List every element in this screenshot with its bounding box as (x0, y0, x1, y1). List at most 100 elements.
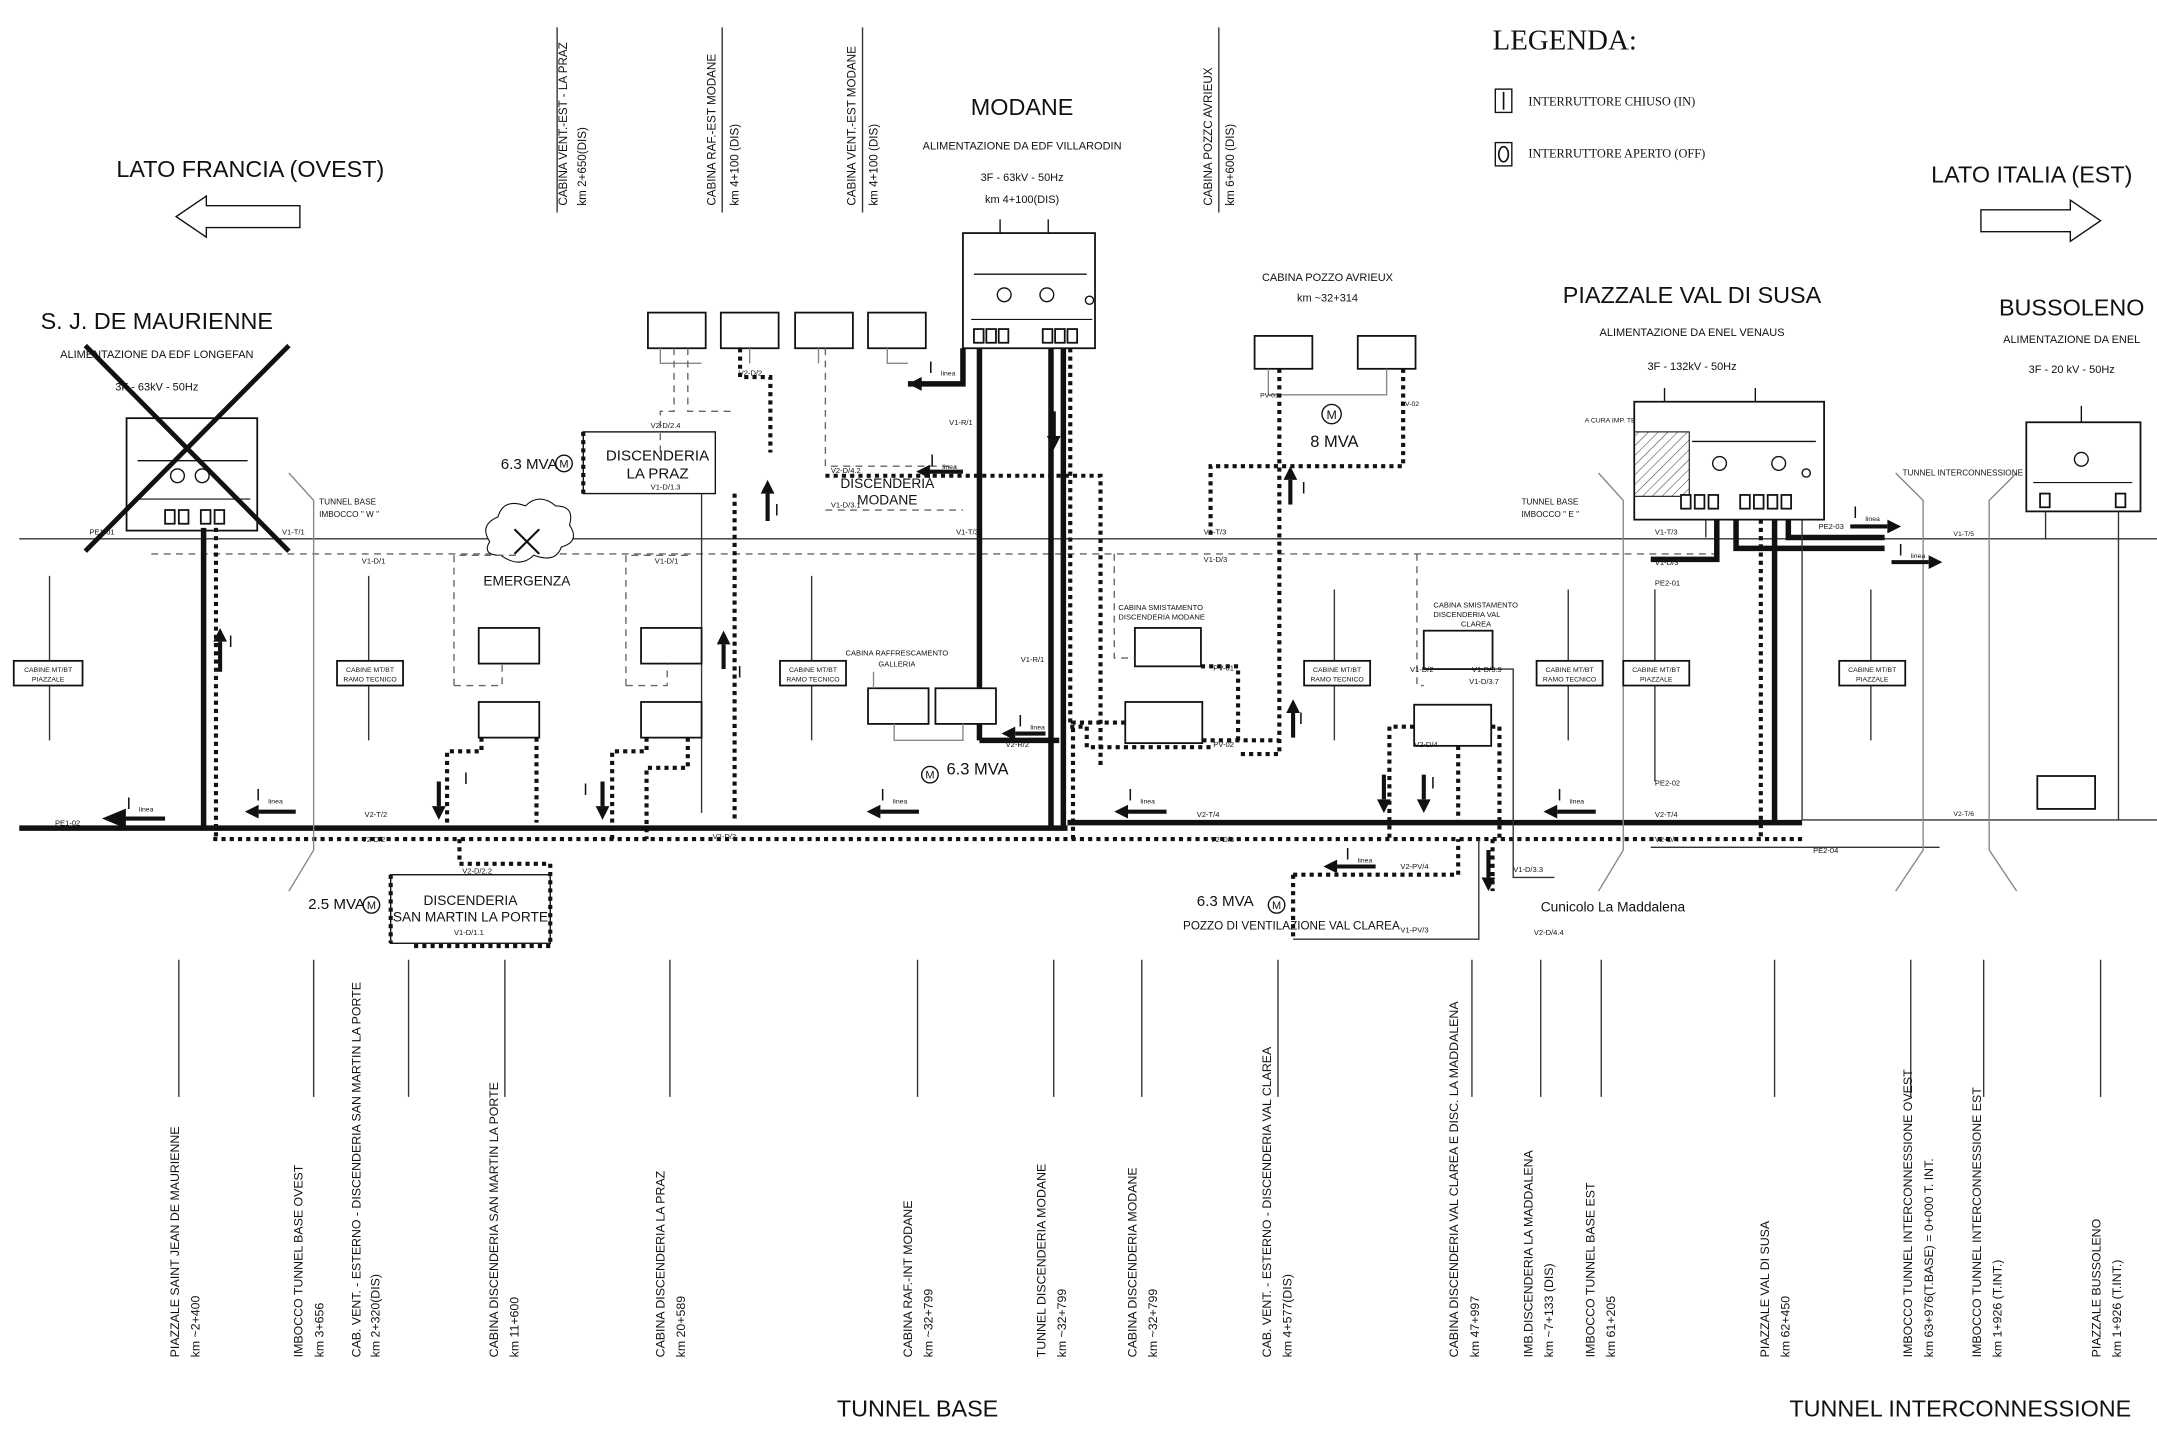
line-tag: V2-D/4.4 (1534, 928, 1564, 937)
bottom-station-labels: PIAZZALE SAINT JEAN DE MAURIENNE km ~2+4… (168, 982, 2124, 1357)
valdisusa-sub1: ALIMENTAZIONE DA ENEL VENAUS (1600, 327, 1785, 339)
line-tag: V2-D/2 (713, 832, 737, 841)
station-km: km 47+997 (1468, 1296, 1482, 1358)
line-tag: V1-D/3.9 (1472, 665, 1502, 674)
cabin-box (719, 311, 780, 350)
line-tag: V2-T/2 (365, 810, 388, 819)
station-name: PIAZZALE VAL DI SUSA (1758, 1220, 1772, 1357)
cabin-label: CABINA SMISTAMENTO (1433, 600, 1518, 609)
i-linea-label: I (1345, 846, 1350, 864)
station-km: km ~32+799 (922, 1289, 936, 1358)
mt-cabin-label: CABINE MT/BT (1546, 667, 1595, 674)
cabin-label: DISCENDERIA MODANE (1118, 613, 1205, 622)
line-tag: PE1-02 (55, 818, 80, 827)
cabin-box (2036, 775, 2096, 810)
val-clarea: CABINA SMISTAMENTO DISCENDERIA VAL CLARE… (1183, 553, 1686, 940)
bussoleno-sub1: ALIMENTAZIONE DA ENEL (2003, 334, 2140, 346)
line-tag: V2-D/3 (1211, 835, 1235, 844)
cabin-label: CABINA SMISTAMENTO (1118, 603, 1203, 612)
current-arrows: I linea I linea I linea I linea I linea … (101, 359, 1943, 892)
cabin-box (640, 701, 703, 739)
i-linea-label: I (929, 359, 934, 377)
station-name: CABINA DISCENDERIA LA PRAZ (653, 1170, 667, 1357)
mt-cabin-label: RAMO TECNICO (343, 676, 396, 683)
line-tag: V2-D/2.2 (462, 866, 492, 875)
i-linea-label: I (1431, 774, 1436, 792)
top-cabin-name: CABINA POZZC AVRIEUX (1202, 67, 1215, 205)
mt-cabin-label: CABINE MT/BT (24, 667, 73, 674)
mt-cabin-label: PIAZZALE (1856, 676, 1889, 683)
top-cabin-labels: CABINA VENT.-EST - LA PRAZ km 2+650(DIS)… (556, 27, 1237, 213)
cabin-box (1422, 629, 1494, 670)
line-tag: V1-D/1.3 (651, 482, 681, 491)
i-linea-sub: linea (268, 798, 283, 805)
footer-tunnel-interconnessione: TUNNEL INTERCONNESSIONE (1789, 1395, 2131, 1421)
station-name: IMBOCCO TUNNEL BASE OVEST (292, 1164, 306, 1357)
i-linea-label: I (774, 502, 779, 520)
station-name: PIAZZALE BUSSOLENO (2090, 1218, 2104, 1357)
line-tag: V1-R/1 (1021, 655, 1045, 664)
modane-sub3: km 4+100(DIS) (985, 194, 1059, 206)
modane-sub2: 3F - 63kV - 50Hz (981, 172, 1064, 184)
line-tag: PV-01 (1260, 393, 1279, 400)
station-name: PIAZZALE SAINT JEAN DE MAURIENNE (168, 1127, 182, 1358)
line-tag: V1-D/1.1 (454, 928, 484, 937)
mva-label: 6.3 MVA (946, 761, 1008, 779)
station-name: CABINA DISCENDERIA MODANE (1125, 1167, 1139, 1357)
mt-cabin-label: CABINE MT/BT (1848, 667, 1897, 674)
station-km: km 62+450 (1779, 1296, 1793, 1358)
station-km: km 20+589 (674, 1296, 688, 1358)
motor-icon (920, 765, 939, 784)
mva-label: 6.3 MVA (1197, 893, 1255, 910)
tunnel-base-w-label: TUNNEL BASE (319, 498, 376, 507)
motor-label: M (559, 459, 568, 471)
motor-label: M (1326, 408, 1336, 422)
station-km: km 3+656 (312, 1303, 326, 1358)
motor-icon (1267, 895, 1286, 914)
station-name: IMBOCCO TUNNEL BASE EST (1583, 1182, 1597, 1357)
bussoleno-title: BUSSOLENO (1999, 294, 2144, 320)
mt-cabin-box (336, 659, 404, 687)
i-linea-sub: linea (1570, 798, 1585, 805)
station-km: km 11+600 (508, 1297, 522, 1358)
line-tag: V2-T/4 (1197, 810, 1220, 819)
i-linea-sub: linea (941, 371, 956, 378)
line-tag: V1-D/3.7 (1469, 677, 1499, 686)
top-bar-cabins (647, 311, 957, 467)
mt-cabin-box (1303, 659, 1372, 687)
mt-cabin-box (779, 659, 847, 687)
sjm-sub2: 3F - 63kV - 50Hz (115, 382, 198, 394)
i-linea-sub: linea (1358, 857, 1373, 864)
mt-cabin-label: CABINE MT/BT (789, 667, 838, 674)
station-name: CAB. VENT. - ESTERNO - DISCENDERIA VAL C… (1260, 1046, 1274, 1357)
discenderia-label: MODANE (857, 493, 917, 508)
mt-cabin-label: RAMO TECNICO (1310, 676, 1363, 683)
line-tag: V2-D/2.4 (651, 421, 681, 430)
sjm-title: S. J. DE MAURIENNE (41, 308, 273, 334)
modane-station (907, 219, 1211, 829)
discenderia-label: DISCENDERIA (606, 448, 710, 465)
mt-cabin-label: CABINE MT/BT (1632, 667, 1681, 674)
legend-title: LEGENDA: (1493, 24, 1637, 56)
cabin-box (647, 311, 707, 350)
cunicolo-label: Cunicolo La Maddalena (1541, 900, 1686, 915)
i-linea-label: I (228, 633, 233, 651)
station-km: km ~7+133 (DIS) (1542, 1263, 1556, 1357)
cabin-label: CLAREA (1461, 620, 1492, 629)
sjm-sub1: ALIMENTAZIONE DA EDF LONGEFAN (60, 349, 253, 361)
i-linea-label: I (930, 452, 935, 470)
modane-disc: DISCENDERIA MODANE CABINA RAFFRESCAMENTO… (825, 473, 1280, 840)
bussoleno-sub2: 3F - 20 kV - 50Hz (2029, 364, 2115, 376)
line-tag: V2-D/4 (1655, 835, 1679, 844)
i-linea-label: I (583, 781, 588, 799)
tunnel-base-e-label: TUNNEL BASE (1521, 498, 1578, 507)
i-linea-label: I (256, 787, 261, 805)
emergenza-label: EMERGENZA (483, 573, 571, 588)
pozzo-avrieux-km: km ~32+314 (1297, 293, 1358, 305)
smlp: DISCENDERIA SAN MARTIN LA PORTE 2.5 MVA … (308, 874, 551, 944)
motor-label: M (367, 900, 376, 912)
cabin-box (1253, 335, 1314, 370)
mt-cabins: CABINE MT/BT PIAZZALE CABINE MT/BT RAMO … (12, 659, 1907, 687)
station-km: km 4+577(DIS) (1281, 1274, 1295, 1357)
